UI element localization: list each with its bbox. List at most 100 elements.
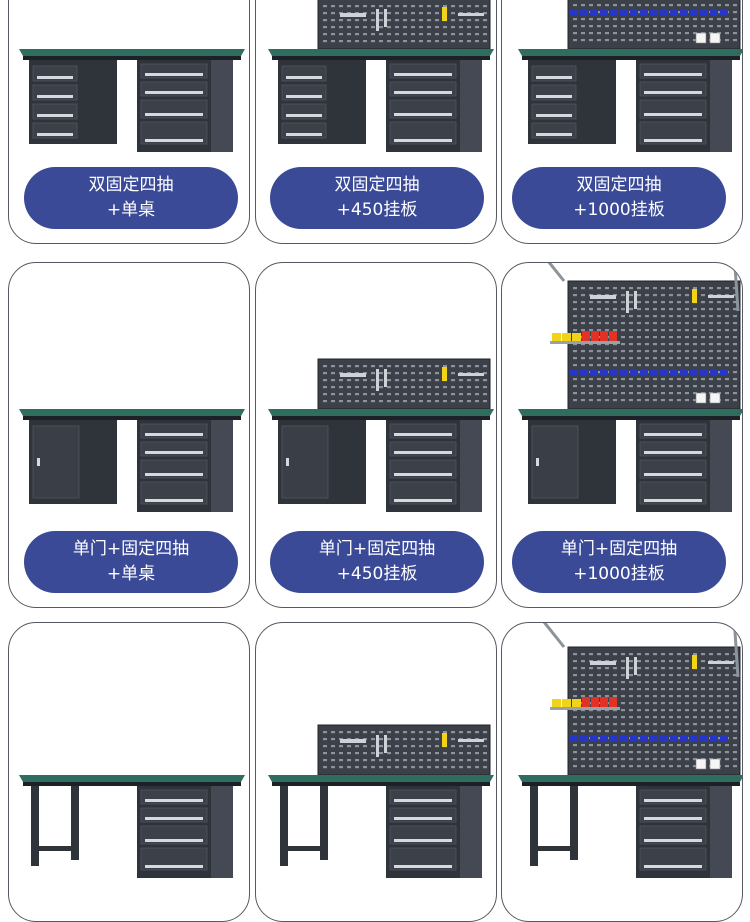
drawer-handle (37, 76, 73, 79)
right-drawer-cabinet (386, 786, 482, 878)
drawer-handle (536, 95, 572, 98)
product-label-line-1: 单门+固定四抽 (318, 539, 436, 559)
drawer-handle (394, 839, 452, 842)
screwdriver-icon (442, 733, 447, 747)
product-label[interactable]: 双固定四抽 +1000挂板 (512, 167, 726, 229)
product-card-6[interactable]: 单门+固定四抽 +1000挂板 (501, 262, 743, 608)
drawer-handle (286, 133, 322, 136)
product-card-4[interactable]: 单门+固定四抽 +单桌 (8, 262, 250, 608)
drawer-handle (536, 133, 572, 136)
cabinet-door (531, 425, 579, 499)
right-drawer-cabinet (636, 60, 732, 152)
product-label[interactable]: 单门+固定四抽 +1000挂板 (512, 531, 726, 593)
bench-image (518, 623, 742, 878)
lock-icon (536, 458, 539, 466)
right-drawer-cabinet (137, 60, 233, 152)
tool-icon (340, 13, 366, 17)
tabletop (268, 49, 494, 56)
table-legs (31, 786, 79, 866)
drawer-handle (644, 839, 702, 842)
tabletop (518, 775, 742, 782)
table-legs (280, 786, 328, 866)
tool-icon (590, 661, 616, 665)
product-card-3[interactable]: 双固定四抽 +1000挂板 (501, 0, 743, 244)
tool-icon (376, 735, 379, 757)
drawer-handle (145, 473, 203, 476)
product-card-8[interactable] (255, 622, 497, 922)
drawer (639, 121, 707, 145)
product-label-line-2: +1000挂板 (573, 564, 665, 584)
right-drawer-cabinet (137, 786, 233, 878)
product-label[interactable]: 双固定四抽 +单桌 (24, 167, 238, 229)
drawer-handle (394, 113, 452, 116)
drawer-handle (644, 113, 702, 116)
drawer-handle (145, 839, 203, 842)
pegboard (317, 724, 491, 776)
tabletop (19, 775, 245, 782)
socket-icon (695, 392, 707, 404)
drawer-handle (37, 114, 73, 117)
bench-image (268, 0, 494, 152)
product-label[interactable]: 单门+固定四抽 +450挂板 (270, 531, 484, 593)
drawer-handle (394, 91, 452, 94)
product-card-7[interactable] (8, 622, 250, 922)
drawer-handle (394, 73, 452, 76)
tabletop (518, 409, 742, 416)
right-drawer-cabinet (636, 420, 732, 512)
pegboard (317, 0, 491, 50)
drawer-handle (644, 499, 702, 502)
right-drawer-cabinet (636, 786, 732, 878)
drawer-handle (145, 433, 203, 436)
right-drawer-cabinet (137, 420, 233, 512)
product-label-line-2: +单桌 (106, 200, 156, 220)
tabletop-edge (23, 56, 241, 60)
tabletop (19, 49, 245, 56)
pegboard (317, 358, 491, 410)
right-drawer-cabinet (386, 60, 482, 152)
tool-icon (590, 295, 616, 299)
bench-image (268, 358, 494, 512)
lock-icon (37, 458, 40, 466)
pegboard (567, 646, 741, 776)
screwdriver-icon (692, 655, 697, 669)
tool-icon (626, 657, 629, 679)
left-door-cabinet (528, 420, 616, 504)
tool-icon (340, 373, 366, 377)
bench-image (518, 0, 742, 152)
tabletop (268, 409, 494, 416)
bench-image (268, 724, 494, 878)
product-card-1[interactable]: 双固定四抽 +单桌 (8, 0, 250, 244)
drawer-handle (145, 817, 203, 820)
tool-icon (634, 291, 637, 309)
tabletop-edge (522, 782, 740, 786)
drawer-handle (394, 473, 452, 476)
drawer-handle (145, 139, 203, 142)
product-card-9[interactable] (501, 622, 743, 922)
socket-icon (709, 758, 721, 770)
tabletop-edge (272, 56, 490, 60)
tool-icon (384, 9, 387, 27)
drawer-handle (145, 113, 203, 116)
tool-icon (384, 735, 387, 753)
product-card-2[interactable]: 双固定四抽 +450挂板 (255, 0, 497, 244)
bench-image (518, 263, 742, 512)
product-label[interactable]: 双固定四抽 +450挂板 (270, 167, 484, 229)
product-label-line-2: +450挂板 (336, 564, 418, 584)
product-card-5[interactable]: 单门+固定四抽 +450挂板 (255, 262, 497, 608)
product-label[interactable]: 单门+固定四抽 +单桌 (24, 531, 238, 593)
drawer-handle (644, 799, 702, 802)
drawer-handle (644, 451, 702, 454)
product-label-line-1: 双固定四抽 (576, 175, 662, 195)
product-label-line-1: 双固定四抽 (334, 175, 420, 195)
drawer-handle (644, 433, 702, 436)
tabletop-edge (522, 416, 740, 420)
drawer-handle (286, 114, 322, 117)
tool-icon (384, 369, 387, 387)
drawer (140, 121, 208, 145)
tool-icon (634, 657, 637, 675)
cabinet-door (32, 425, 80, 499)
tool-icon (708, 661, 734, 664)
socket-icon (695, 758, 707, 770)
left-drawer-cabinet (29, 60, 117, 144)
table-legs (530, 786, 578, 866)
